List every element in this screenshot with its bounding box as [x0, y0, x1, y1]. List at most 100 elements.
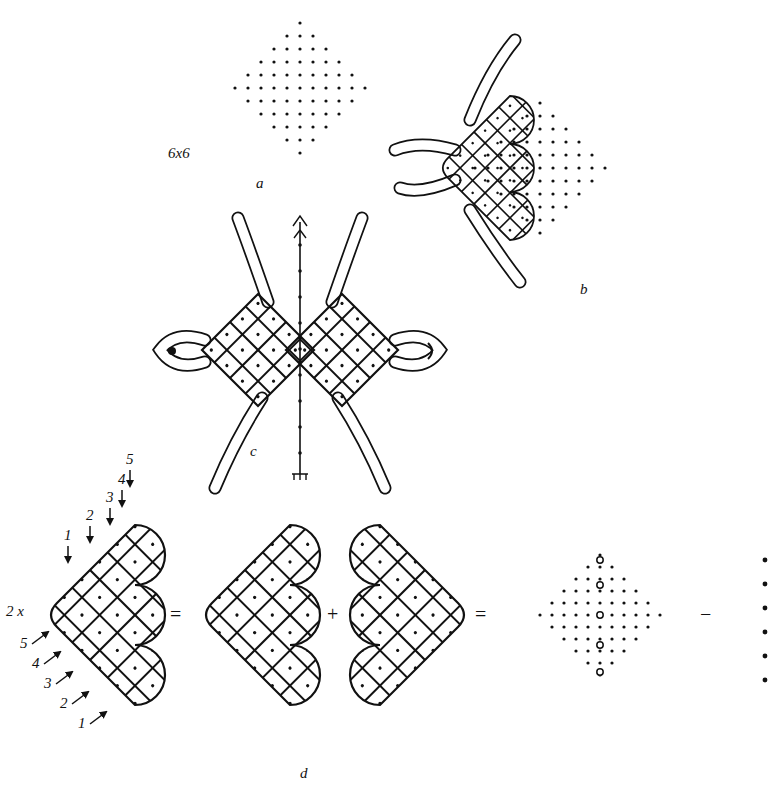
cell-dot	[246, 239, 251, 244]
cell-dot	[288, 772, 293, 777]
weave-line	[0, 389, 220, 700]
cell-dot	[231, 441, 236, 446]
cell-dot	[225, 177, 230, 182]
axis-dot	[298, 399, 302, 403]
cell-dot	[272, 595, 277, 600]
cell-dot	[402, 177, 407, 182]
cell-dot	[309, 332, 314, 337]
cell-dot	[307, 418, 312, 423]
woven-figure	[0, 304, 446, 812]
weave-line	[0, 371, 202, 682]
cell-dot	[496, 291, 500, 295]
cell-dot	[533, 303, 537, 307]
cell-dot	[489, 348, 494, 353]
sequence-number: 1	[78, 716, 86, 731]
cell-dot	[427, 410, 432, 415]
grid-dot	[586, 625, 589, 628]
weave-line	[171, 210, 482, 521]
cell-dot	[27, 772, 32, 777]
cell-dot	[360, 719, 365, 724]
grid-dot	[246, 73, 249, 76]
weave-line	[264, 117, 575, 428]
lattice-clip	[0, 304, 601, 812]
cell-dot	[93, 542, 98, 547]
cell-dot	[418, 192, 423, 197]
cell-dot	[271, 130, 276, 135]
cell-dot	[148, 648, 153, 653]
weave-line	[260, 495, 571, 806]
cell-dot	[131, 363, 136, 368]
cell-dot	[519, 630, 524, 635]
cell-dot	[287, 208, 292, 213]
grid-dot	[486, 179, 489, 182]
weave-line	[295, 389, 606, 700]
grid-dot	[512, 179, 515, 182]
cell-dot	[305, 754, 310, 759]
cell-dot	[225, 519, 230, 524]
weave-line	[205, 530, 516, 812]
cell-dot	[483, 228, 487, 232]
cell-dot	[44, 719, 49, 724]
grid-dot	[285, 73, 288, 76]
cell-dot	[458, 379, 463, 384]
cell-dot	[200, 410, 205, 415]
cell-dot	[418, 472, 423, 477]
grid-dot	[564, 153, 567, 156]
grid-dot	[538, 231, 541, 234]
cell-dot	[271, 161, 276, 166]
cell-dot	[236, 736, 241, 741]
cell-dot	[318, 270, 323, 275]
cell-dot	[471, 166, 475, 170]
weave-line	[140, 148, 451, 459]
cell-dot	[446, 241, 450, 245]
loop-outer	[395, 337, 440, 365]
cell-dot	[293, 348, 298, 353]
cell-dot	[166, 630, 171, 635]
cell-dot	[466, 790, 471, 795]
cell-dot	[27, 489, 32, 494]
grid-dot	[622, 637, 625, 640]
cell-dot	[239, 666, 244, 671]
cell-dot	[429, 701, 434, 706]
cell-dot	[411, 363, 416, 368]
cell-dot	[323, 807, 328, 812]
grid-dot	[551, 192, 554, 195]
cell-dot	[97, 807, 102, 812]
cell-dot	[186, 613, 191, 618]
cell-dot	[384, 104, 388, 108]
cell-dot	[396, 166, 400, 170]
cell-dot	[150, 719, 155, 724]
cell-dot	[521, 42, 525, 46]
cell-dot	[150, 542, 155, 547]
cell-dot	[395, 401, 400, 406]
cell-dot	[608, 253, 612, 257]
cell-dot	[518, 648, 523, 653]
cell-dot	[76, 666, 81, 671]
cell-dot	[27, 560, 32, 565]
weave-line	[0, 495, 255, 806]
cell-dot	[272, 489, 277, 494]
cell-dot	[147, 410, 152, 415]
grid-dot	[586, 565, 589, 568]
cell-dot	[555, 560, 560, 565]
cell-dot	[199, 719, 204, 724]
weave-line	[64, 389, 375, 700]
cell-dot	[365, 410, 370, 415]
cell-dot	[262, 472, 267, 477]
cell-dot	[546, 316, 550, 320]
weave-line	[313, 548, 624, 812]
grid-dot	[324, 60, 327, 63]
cell-dot	[186, 577, 191, 582]
cell-dot	[395, 719, 400, 724]
cell-dot	[287, 457, 292, 462]
cell-dot	[533, 328, 537, 332]
cell-dot	[278, 208, 283, 213]
cell-dot	[272, 524, 277, 529]
cell-dot	[252, 524, 257, 529]
cell-dot	[309, 426, 314, 431]
cell-dot	[256, 208, 261, 213]
cell-dot	[495, 332, 500, 337]
cell-dot	[270, 613, 275, 618]
cell-dot	[484, 560, 489, 565]
cell-dot	[256, 507, 261, 512]
